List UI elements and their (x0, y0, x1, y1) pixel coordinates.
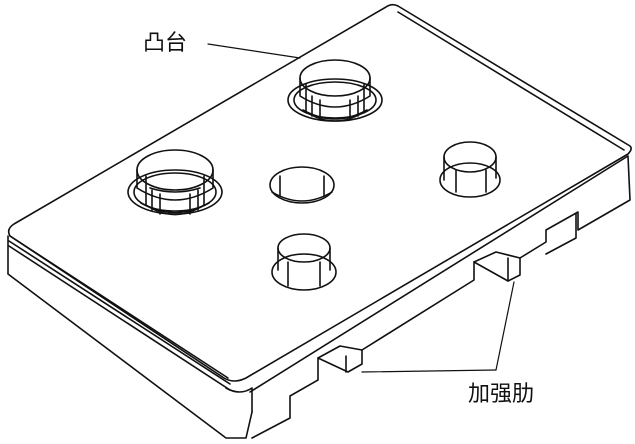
rib-inner-edge (317, 345, 363, 359)
front-chamfer-line (9, 235, 229, 379)
boss-front (127, 149, 223, 216)
front-side-corner (225, 387, 253, 413)
back-bevel-edge (397, 11, 625, 151)
boss-back (287, 59, 383, 122)
rib-leader-line (495, 281, 515, 371)
rib-label: 加强肋 (468, 382, 535, 407)
right-side-face (249, 155, 631, 439)
rib-inner-edge (545, 213, 577, 255)
pin-right (439, 141, 501, 198)
top-face-outline (7, 3, 632, 382)
hole-center (269, 166, 335, 204)
front-chamfer-line (8, 240, 231, 385)
boss-leader-line (207, 43, 301, 59)
pin-front (271, 233, 337, 291)
rib-inner-edge (473, 251, 521, 263)
boss-label: 凸台 (143, 31, 188, 56)
rib-leader-line (361, 369, 497, 373)
front-chamfer-line (8, 245, 231, 391)
front-side-face (7, 235, 253, 439)
